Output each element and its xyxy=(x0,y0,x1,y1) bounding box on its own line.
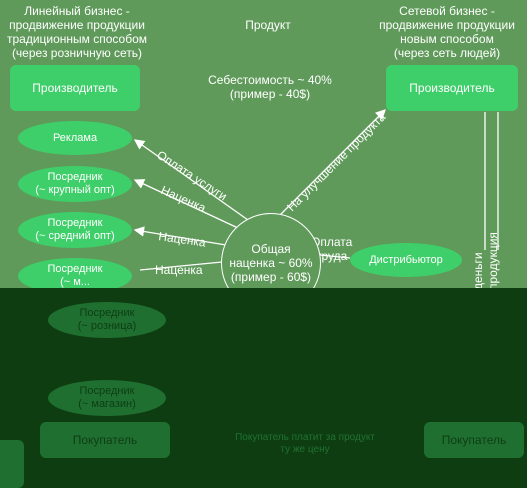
labor-label-2: труда xyxy=(316,249,348,263)
lower-dark-band xyxy=(0,288,527,488)
wholesale-big-label: Посредник (~ крупный опт) xyxy=(35,171,115,196)
labor-arrow xyxy=(319,254,351,259)
product-title: Продукт xyxy=(245,18,291,32)
ads-node: Реклама xyxy=(18,121,132,155)
right-header: Сетевой бизнес - продвижение продукции н… xyxy=(379,4,515,60)
left-producer-label: Производитель xyxy=(32,81,118,95)
vertical-label-1: деньги xyxy=(471,252,485,290)
lower-node-2: Посредник (~ магазин) xyxy=(48,380,166,416)
markup-arrow-2 xyxy=(133,226,227,246)
wholesale-mid-node: Посредник (~ средний опт) xyxy=(18,212,132,248)
labor-label-1: Оплата xyxy=(311,235,353,249)
lower-node-1: Посредник (~ розница) xyxy=(48,302,166,338)
vertical-label-2: продукция xyxy=(486,232,500,290)
bottom-center-note: Покупатель платит за продукт ту же цену xyxy=(235,432,375,455)
left-buyer-box: Покупатель xyxy=(40,422,170,458)
markup-arrow-3 xyxy=(139,261,223,271)
left-producer-box: Производитель xyxy=(10,65,140,111)
right-buyer-label: Покупатель xyxy=(441,433,507,447)
cost-label: Себестоимость ~ 40% (пример - 40$) xyxy=(208,73,332,101)
markup-label-3: Наценка xyxy=(155,263,203,277)
right-producer-label: Производитель xyxy=(409,81,495,95)
ads-label: Реклама xyxy=(52,131,98,144)
center-markup-label: Общая наценка ~ 60% (пример - 60$) xyxy=(229,242,313,284)
right-buyer-box: Покупатель xyxy=(424,422,524,458)
lower-node-2-label: Посредник (~ магазин) xyxy=(78,385,136,410)
left-header: Линейный бизнес - продвижение продукции … xyxy=(6,4,148,60)
left-buyer-label: Покупатель xyxy=(72,433,138,447)
distributor-node: Дистрибьютор xyxy=(350,243,462,277)
distributor-label: Дистрибьютор xyxy=(369,253,443,266)
markup-label-2: Наценка xyxy=(158,229,207,250)
improvement-label: На улучшение продукта xyxy=(284,110,388,214)
lower-node-1-label: Посредник (~ розница) xyxy=(77,307,137,332)
service-payment-arrow xyxy=(133,139,249,221)
wholesale-big-node: Посредник (~ крупный опт) xyxy=(18,166,132,202)
improvement-arrow xyxy=(279,109,386,216)
wholesale-mid-label: Посредник (~ средний опт) xyxy=(35,217,115,242)
wholesale-small-label: Посредник (~ м... xyxy=(47,263,103,288)
right-producer-box: Производитель xyxy=(386,65,518,111)
markup-arrow-1 xyxy=(133,179,239,229)
left-edge-block xyxy=(0,440,24,488)
